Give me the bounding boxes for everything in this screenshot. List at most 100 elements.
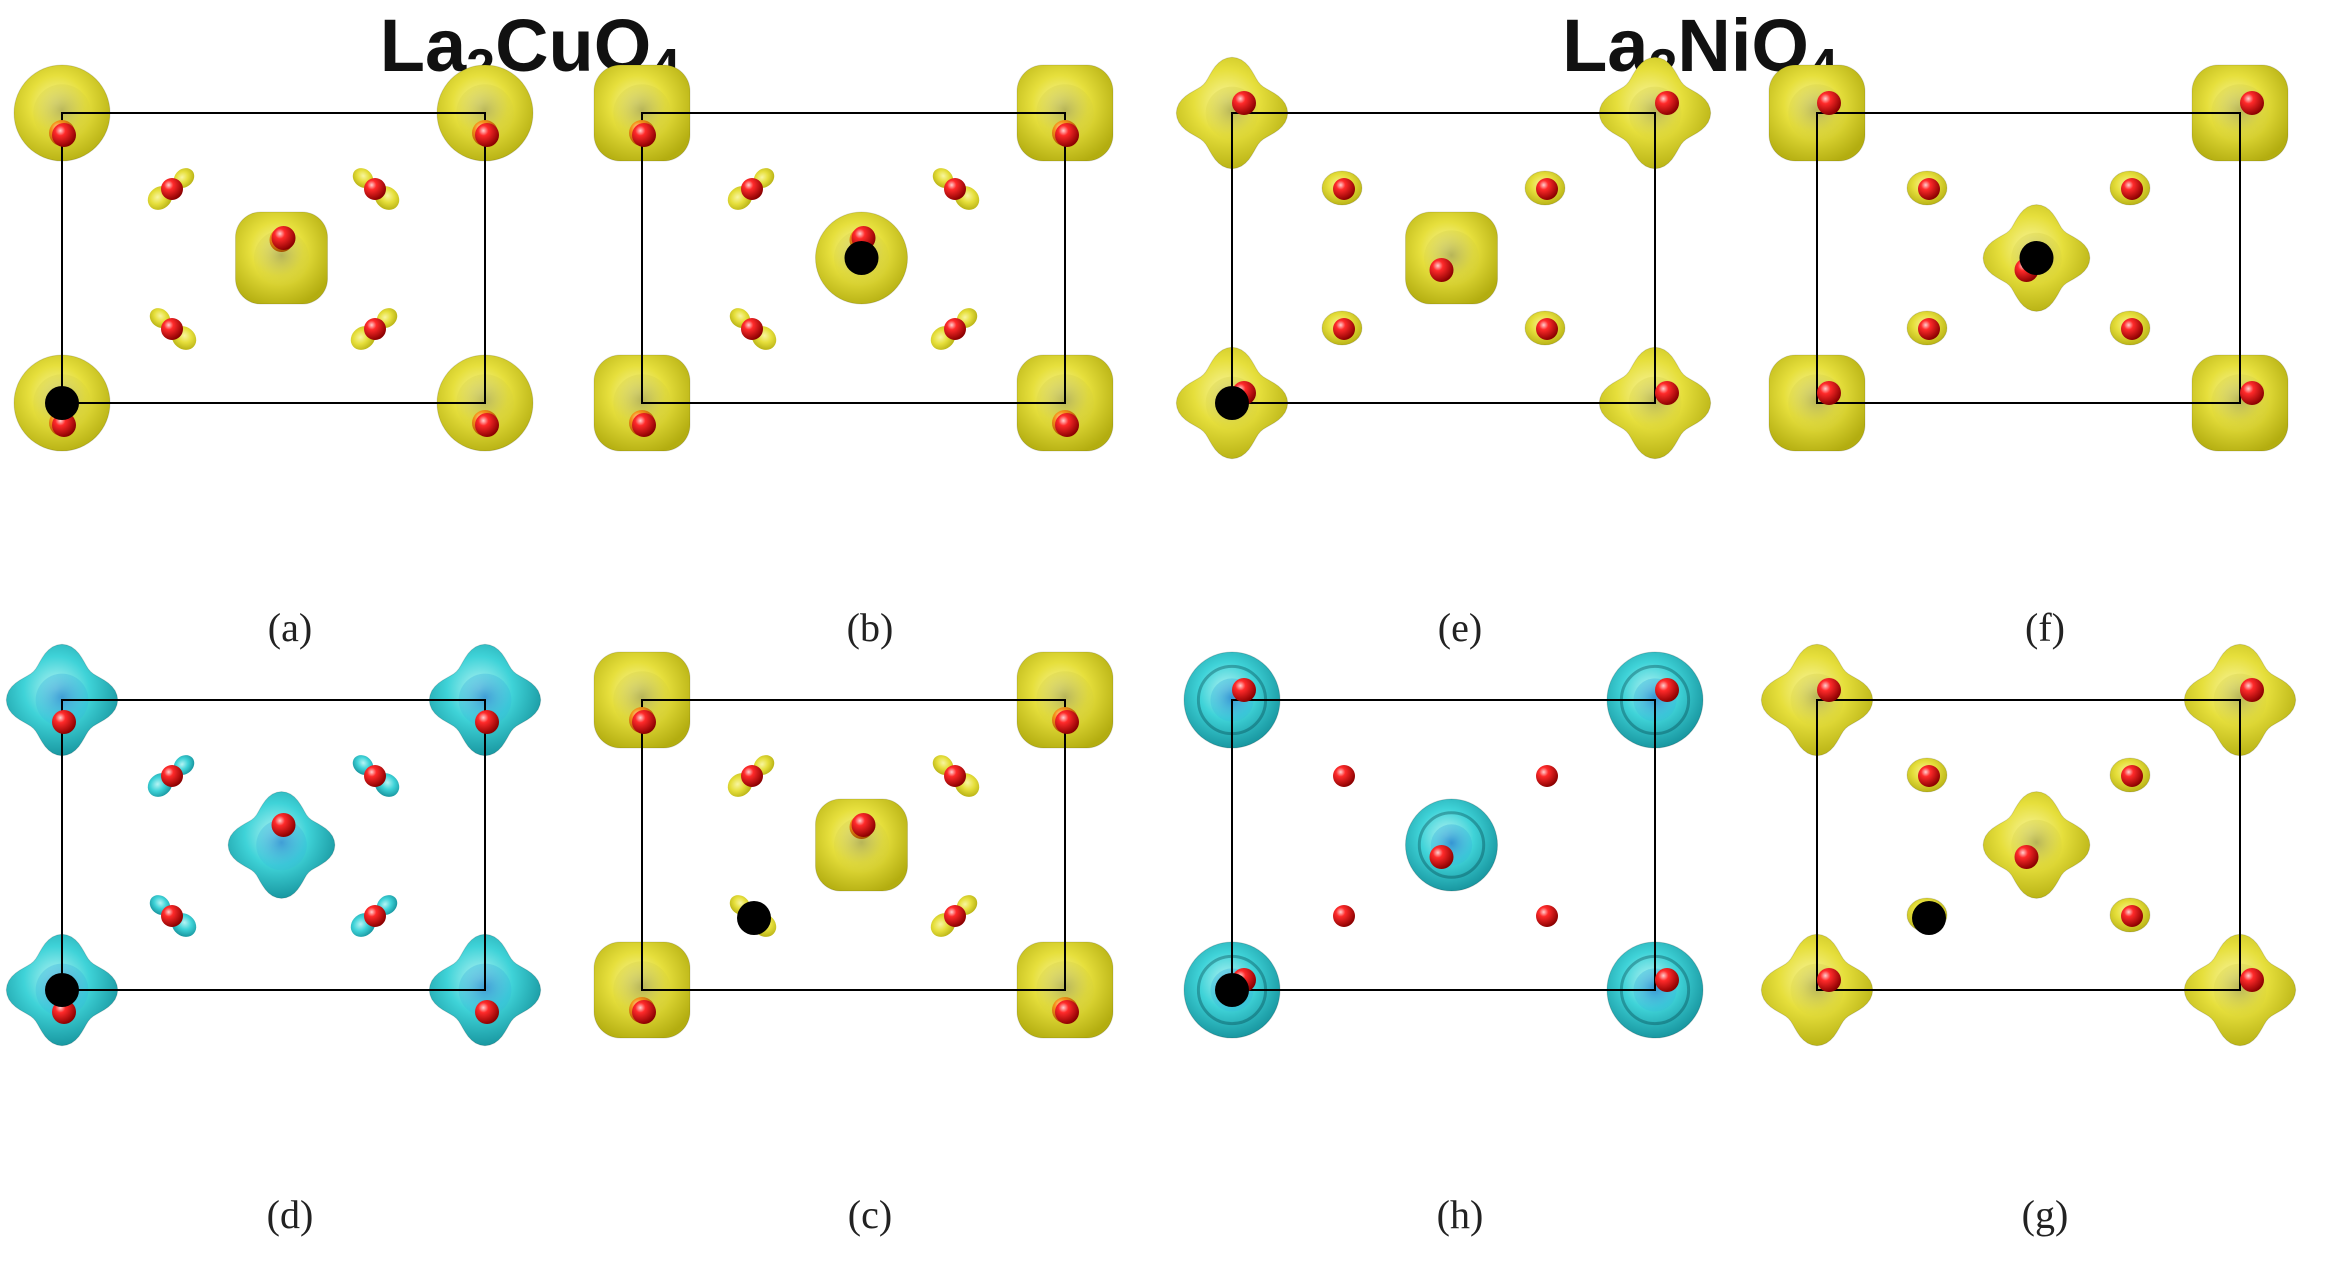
panel-f-satellite-4-oxygen: [2121, 318, 2143, 340]
panel-c-satellite-1-oxygen: [741, 765, 763, 787]
panel-f-corner-tr-oxygen: [2240, 91, 2264, 115]
panel-d-center-oxygen: [271, 813, 296, 837]
panel-h-unit-cell: [1231, 699, 1656, 991]
panel-h-hole-marker: [1215, 973, 1249, 1007]
panel-e-corner-tr-oxygen: [1655, 91, 1679, 115]
panel-d-canvas: [5, 643, 542, 1047]
panel-f-caption: (f): [2025, 605, 2065, 650]
panel-h-satellite-2-oxygen: [1536, 765, 1558, 787]
panel-d-caption: (d): [266, 1192, 314, 1237]
panel-d-satellite-2-oxygen: [364, 765, 386, 787]
panel-h-canvas: [1183, 651, 1704, 1039]
panel-g-corner-tl-oxygen: [1817, 678, 1841, 702]
panel-f-hole-marker: [2019, 241, 2054, 275]
panel-a-satellite-3-oxygen: [161, 318, 183, 340]
panel-c-caption: (c): [847, 1192, 893, 1237]
panel-d-center-isosurface-core: [256, 819, 307, 871]
panel-d-corner-br-oxygen: [475, 1000, 499, 1024]
panel-f-unit-cell: [1816, 112, 2241, 404]
panel-e-corner-br-oxygen: [1655, 381, 1679, 405]
panel-h-satellite-4-oxygen: [1536, 905, 1558, 927]
panel-e-center-oxygen: [1429, 258, 1454, 282]
panel-e-satellite-3-oxygen: [1333, 318, 1355, 340]
panel-g-corner-br-oxygen: [2240, 968, 2264, 992]
panel-b-caption: (b): [846, 605, 894, 650]
panel-f: (f): [1755, 64, 2335, 663]
panel-c-unit-cell: [641, 699, 1066, 991]
panel-g: (g): [1755, 643, 2335, 1250]
panel-d-hole-marker: [45, 973, 79, 1007]
panel-f-satellite-3-oxygen: [1918, 318, 1940, 340]
panel-c-corner-tr-oxygen: [1055, 710, 1079, 734]
panel-a-satellite-4-oxygen: [364, 318, 386, 340]
panel-a-canvas: [13, 64, 534, 452]
panel-g-canvas: [1760, 643, 2297, 1047]
panel-d-corner-tr-oxygen: [475, 710, 499, 734]
panel-a-caption: (a): [267, 605, 313, 650]
panel-b-corner-tr-oxygen: [1055, 123, 1079, 147]
panel-f-corner-br-oxygen: [2240, 381, 2264, 405]
panel-f-corner-bl-oxygen: [1817, 381, 1841, 405]
panel-f-corner-tl-oxygen: [1817, 91, 1841, 115]
panel-h-satellite-1-oxygen: [1333, 765, 1355, 787]
panel-c: (c): [580, 651, 1160, 1250]
panel-f-satellite-2-oxygen: [2121, 178, 2143, 200]
panel-g-hole-marker: [1912, 901, 1946, 935]
panel-h: (h): [1170, 651, 1750, 1250]
panel-c-corner-tl-oxygen: [632, 710, 656, 734]
panel-b: (b): [580, 64, 1160, 663]
panel-f-canvas: [1768, 64, 2289, 452]
panel-h-satellite-3-oxygen: [1333, 905, 1355, 927]
panel-e-hole-marker: [1215, 386, 1249, 420]
panel-b-unit-cell: [641, 112, 1066, 404]
panel-g-satellite-2-oxygen: [2121, 765, 2143, 787]
panel-h-corner-tl-oxygen: [1232, 678, 1256, 702]
panel-e: (e): [1170, 56, 1750, 663]
panel-g-satellite-4-oxygen: [2121, 905, 2143, 927]
panel-e-satellite-1-oxygen: [1333, 178, 1355, 200]
panel-c-corner-br-oxygen: [1055, 1000, 1079, 1024]
panel-b-satellite-1-oxygen: [741, 178, 763, 200]
panel-b-hole-marker: [844, 241, 879, 275]
panel-e-caption: (e): [1437, 605, 1483, 650]
panel-a-satellite-1-oxygen: [161, 178, 183, 200]
panel-c-canvas: [593, 651, 1114, 1039]
panel-c-corner-bl-oxygen: [632, 1000, 656, 1024]
panel-f-satellite-1-oxygen: [1918, 178, 1940, 200]
panel-b-satellite-4-oxygen: [944, 318, 966, 340]
panel-g-corner-tr-oxygen: [2240, 678, 2264, 702]
panel-d-corner-tl-oxygen: [52, 710, 76, 734]
panel-d-unit-cell: [61, 699, 486, 991]
panel-c-center-oxygen: [851, 813, 876, 837]
panel-d-satellite-1-oxygen: [161, 765, 183, 787]
panel-b-corner-br-oxygen: [1055, 413, 1079, 437]
panel-b-satellite-3-oxygen: [741, 318, 763, 340]
panel-e-corner-tl-oxygen: [1232, 91, 1256, 115]
panel-d-satellite-3-oxygen: [161, 905, 183, 927]
panel-h-corner-br-oxygen: [1655, 968, 1679, 992]
panel-g-unit-cell: [1816, 699, 2241, 991]
panel-h-caption: (h): [1436, 1192, 1484, 1237]
panel-a-center-oxygen: [271, 226, 296, 250]
panel-a-unit-cell: [61, 112, 486, 404]
panel-e-satellite-4-oxygen: [1536, 318, 1558, 340]
panel-e-unit-cell: [1231, 112, 1656, 404]
panel-a: (a): [0, 64, 580, 663]
panel-a-corner-br-oxygen: [475, 413, 499, 437]
panel-c-satellite-2-oxygen: [944, 765, 966, 787]
panel-c-satellite-4-oxygen: [944, 905, 966, 927]
panel-d-satellite-4-oxygen: [364, 905, 386, 927]
panel-c-center-isosurface-core: [833, 817, 890, 873]
panel-d: (d): [0, 643, 580, 1250]
panel-b-corner-tl-oxygen: [632, 123, 656, 147]
panel-b-canvas: [593, 64, 1114, 452]
panel-a-center-isosurface-core: [253, 230, 310, 286]
panel-g-center-oxygen: [2014, 845, 2039, 869]
panel-a-satellite-2-oxygen: [364, 178, 386, 200]
panel-e-canvas: [1175, 56, 1712, 460]
panel-h-center-isosurface-ring: [1417, 811, 1486, 879]
panel-g-satellite-1-oxygen: [1918, 765, 1940, 787]
panel-g-caption: (g): [2021, 1192, 2069, 1237]
panel-a-corner-tl-oxygen: [52, 123, 76, 147]
panel-g-corner-bl-oxygen: [1817, 968, 1841, 992]
